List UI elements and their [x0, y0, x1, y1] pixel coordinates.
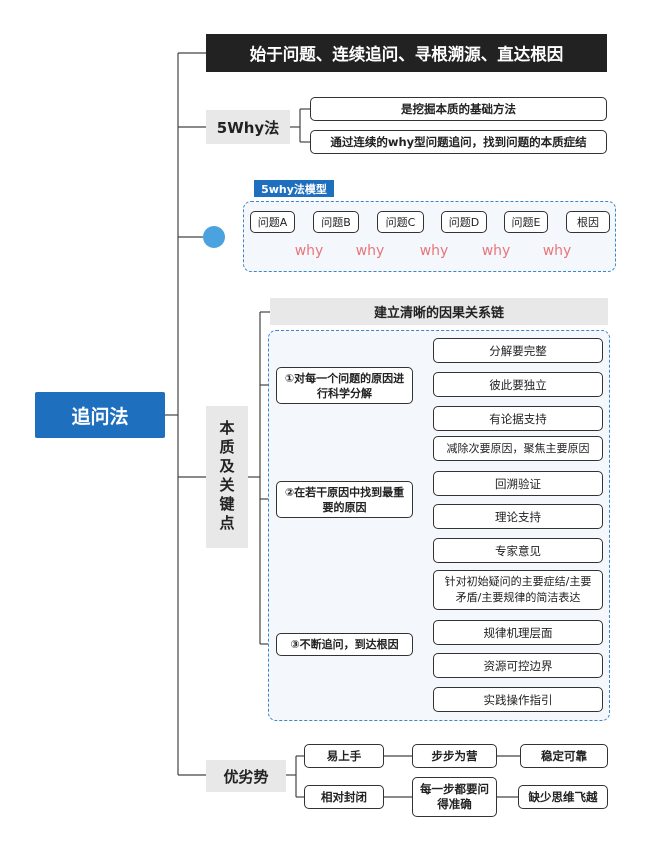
group-3-item-3: 资源可控边界	[433, 653, 603, 678]
chain-node-a: 问题A	[250, 211, 295, 233]
group-1-item-3: 有论据支持	[433, 406, 603, 431]
group-1-title: ①对每一个问题的原因进行科学分解	[276, 367, 413, 404]
why-label-1: why	[294, 243, 324, 259]
why-label-3: why	[419, 243, 449, 259]
root-node: 追问法	[35, 392, 165, 438]
five-why-label: 5Why法	[206, 110, 290, 144]
chain-node-root-cause: 根因	[566, 211, 610, 233]
group-2-item-1: 减除次要原因，聚焦主要原因	[433, 436, 603, 461]
group-3-title: ③不断追问，到达根因	[276, 633, 413, 656]
five-why-item-2: 通过连续的why型问题追问，找到问题的本质症结	[310, 130, 607, 154]
group-2-title: ②在若干原因中找到最重要的原因	[276, 481, 413, 518]
group-3-item-4: 实践操作指引	[433, 687, 603, 712]
why-label-4: why	[481, 243, 511, 259]
chain-node-c: 问题C	[377, 211, 424, 233]
five-why-item-1: 是挖掘本质的基础方法	[310, 97, 607, 121]
model-panel	[243, 201, 616, 272]
con-item-3: 缺少思维飞越	[518, 785, 608, 809]
pro-item-1: 易上手	[304, 744, 384, 768]
pro-item-2: 步步为营	[412, 744, 497, 768]
model-tag: 5why法模型	[254, 180, 334, 197]
key-points-header: 建立清晰的因果关系链	[270, 298, 608, 325]
chain-node-e: 问题E	[504, 211, 548, 233]
group-3-item-1: 针对初始疑问的主要症结/主要矛盾/主要规律的简洁表达	[433, 570, 603, 610]
group-1-item-2: 彼此要独立	[433, 372, 603, 397]
key-points-label: 本质及关键点	[206, 406, 248, 548]
group-2-item-2: 回溯验证	[433, 471, 603, 496]
why-label-5: why	[542, 243, 572, 259]
group-1-item-1: 分解要完整	[433, 338, 603, 363]
pros-cons-label: 优劣势	[206, 760, 286, 792]
pro-item-3: 稳定可靠	[520, 744, 608, 768]
title-banner: 始于问题、连续追问、寻根溯源、直达根因	[206, 34, 607, 72]
chain-node-d: 问题D	[441, 211, 487, 233]
group-2-item-4: 专家意见	[433, 538, 603, 563]
chain-node-b: 问题B	[313, 211, 359, 233]
group-3-item-2: 规律机理层面	[433, 620, 603, 645]
why-label-2: why	[355, 243, 385, 259]
con-item-1: 相对封闭	[304, 785, 384, 809]
con-item-2: 每一步都要问得准确	[412, 777, 497, 817]
model-node-dot	[203, 226, 225, 248]
group-2-item-3: 理论支持	[433, 504, 603, 529]
